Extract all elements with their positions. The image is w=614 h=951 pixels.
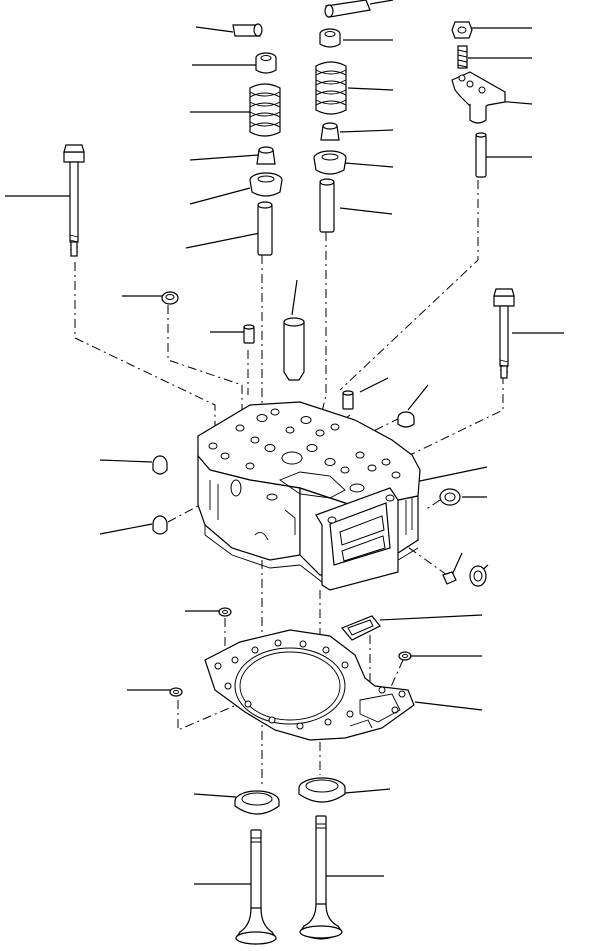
plug-left-top [161,291,179,305]
dowel-pin-left [243,324,255,344]
intake-valve [235,829,277,945]
valve-cap-left [232,23,263,37]
washer-upper [218,607,232,617]
right-valve-stack [313,0,371,233]
cylinder-head-block [197,401,421,591]
small-parts-upper [161,291,415,428]
cup-plug-left-2 [152,515,168,535]
valve-spring-right [315,61,347,115]
crosshead-group [451,21,506,178]
crosshead [451,71,506,124]
valve-seat-left [234,790,280,815]
injector-sleeve [283,317,305,381]
washer-left [169,687,183,697]
crosshead-nut [451,21,473,39]
spring-seat-upper-left [255,52,277,74]
spring-seat-lower-left [249,172,283,197]
head-gasket [204,629,415,741]
dowel-pin-right [342,390,354,410]
intake-gasket [341,615,381,641]
head-bolt-right [493,288,515,379]
valve-cap-right [324,0,371,18]
side-plugs [152,455,487,587]
valve-seat-right [298,777,346,803]
valve-keeper-left [256,146,276,165]
head-bolt-left [63,144,85,257]
spring-seat-lower-right [313,150,347,175]
valve-spring-left [249,83,281,137]
leader-lines [5,0,564,885]
exhaust-valve [299,815,343,940]
adjusting-screw [457,45,468,69]
pipe-plug-small [442,571,457,585]
cup-plug-top-right [397,411,415,428]
cup-plug-lower-right [469,565,487,587]
washer-right [398,651,412,661]
cup-plug-left-1 [152,455,168,475]
small-washers [169,607,412,697]
valve-keeper-right [320,122,340,141]
spring-seat-upper-right [319,28,341,48]
valve-guide-right [319,178,335,233]
crosshead-guide-pin [475,132,487,178]
valve-guide-left [257,201,273,256]
expansion-plug-right [439,488,461,506]
left-valve-stack [232,23,283,256]
